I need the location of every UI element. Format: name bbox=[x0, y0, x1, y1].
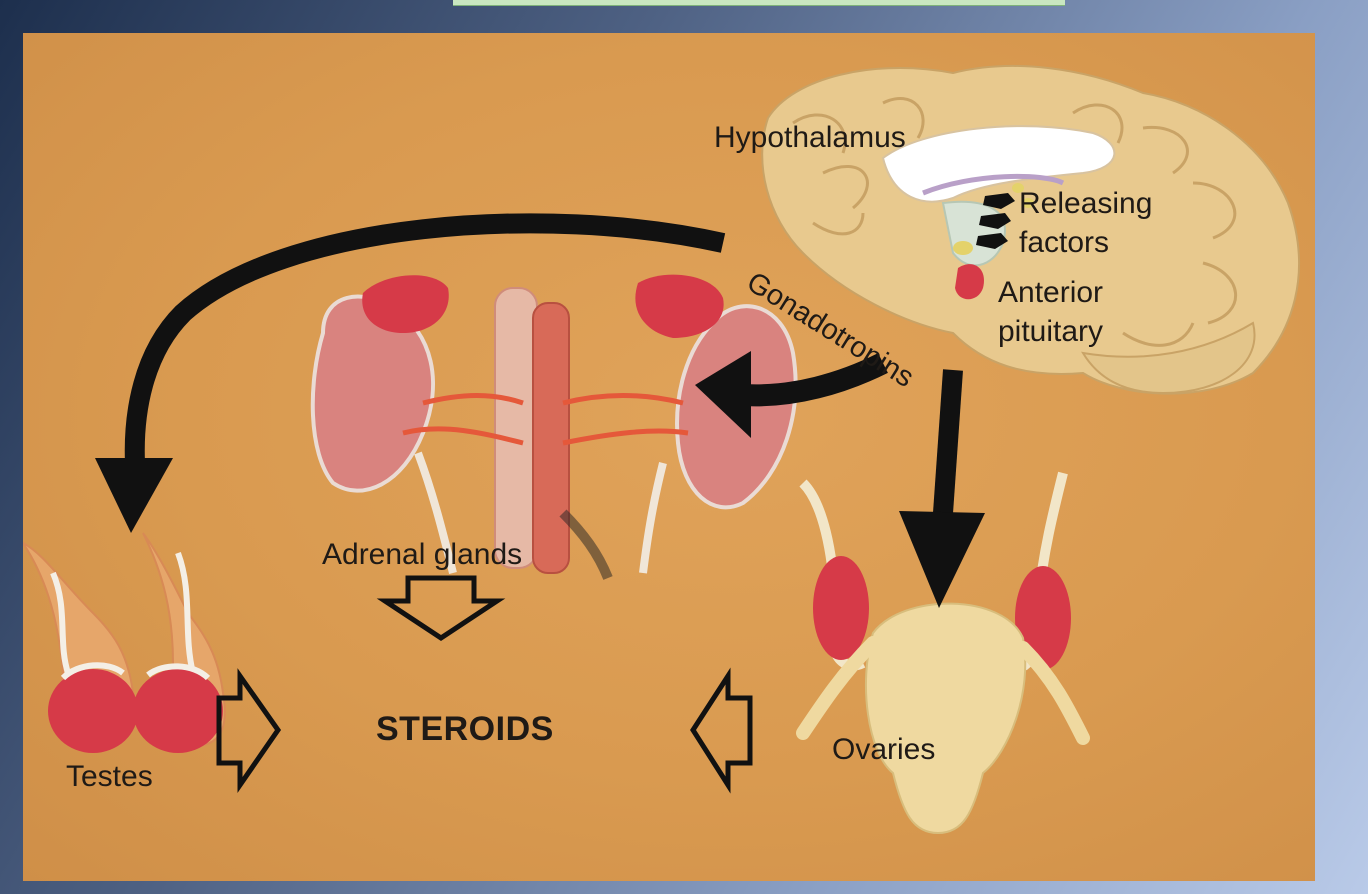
label-factors: factors bbox=[1019, 226, 1110, 259]
steroid-hollow-arrows bbox=[216, 575, 753, 794]
ovaries-illustration bbox=[796, 471, 1090, 835]
label-hypothalamus: Hypothalamus bbox=[714, 121, 906, 154]
releasing-factor-arrows bbox=[976, 193, 1015, 249]
gonadotropin-arrows bbox=[95, 213, 985, 608]
top-bar bbox=[453, 0, 1065, 6]
label-adrenal-glands: Adrenal glands bbox=[322, 538, 523, 571]
diagram-art bbox=[23, 64, 1300, 835]
label-testes: Testes bbox=[66, 760, 153, 793]
brain-illustration bbox=[761, 64, 1300, 395]
label-anterior: Anterior bbox=[998, 276, 1104, 309]
label-pituitary: pituitary bbox=[998, 315, 1104, 348]
label-releasing: Releasing bbox=[1019, 187, 1153, 220]
diagram-panel: Hypothalamus Releasing factors Anterior … bbox=[23, 33, 1315, 881]
label-steroids: STEROIDS bbox=[376, 710, 554, 748]
testes-illustration bbox=[23, 532, 226, 753]
label-ovaries: Ovaries bbox=[832, 733, 936, 766]
adrenal-kidney-illustration bbox=[310, 274, 798, 580]
